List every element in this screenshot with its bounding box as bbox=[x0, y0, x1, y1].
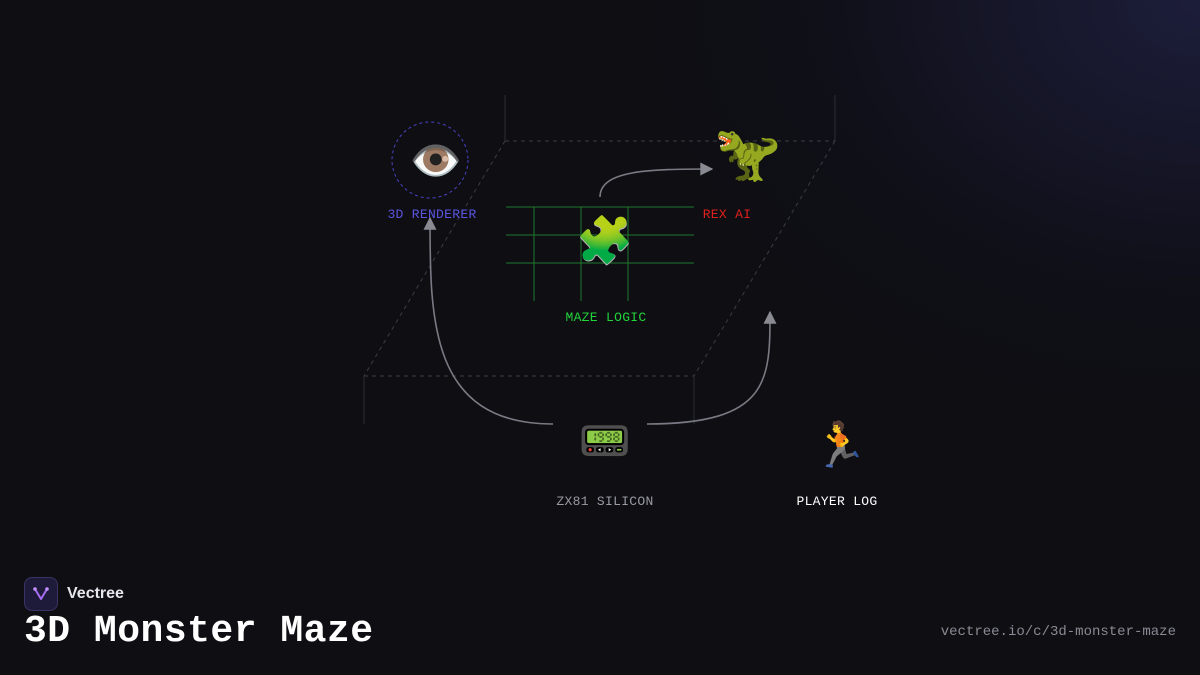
rex-label: REX AI bbox=[703, 207, 752, 222]
page-url[interactable]: vectree.io/c/3d-monster-maze bbox=[940, 624, 1176, 640]
floor-posts bbox=[363, 95, 836, 424]
maze-label: MAZE LOGIC bbox=[565, 310, 646, 325]
brand[interactable]: Vectree bbox=[24, 577, 124, 611]
vectree-logo-icon bbox=[24, 577, 58, 611]
t-rex-icon: 🦖 bbox=[714, 122, 781, 185]
page-title: 3D Monster Maze bbox=[24, 610, 374, 653]
maze-grid bbox=[506, 206, 694, 301]
renderer-ring bbox=[391, 121, 469, 199]
arrow-zx81-to-renderer bbox=[423, 216, 554, 425]
brand-name: Vectree bbox=[67, 585, 124, 602]
renderer-label: 3D RENDERER bbox=[387, 207, 476, 222]
floor-plane bbox=[363, 140, 836, 377]
node-maze-logic[interactable]: 🧩 MAZE LOGIC bbox=[565, 213, 646, 325]
node-rex-ai[interactable]: 🦖 REX AI bbox=[703, 122, 782, 222]
pager-icon: 📟 bbox=[579, 416, 631, 465]
eye-icon: 👁️ bbox=[410, 136, 462, 185]
node-zx81-silicon[interactable]: 📟 ZX81 SILICON bbox=[556, 416, 653, 509]
connectors bbox=[423, 162, 777, 425]
running-person-icon: 🏃 bbox=[813, 420, 868, 471]
zx81-label: ZX81 SILICON bbox=[556, 494, 653, 509]
puzzle-piece-icon: 🧩 bbox=[576, 213, 633, 267]
arrow-maze-to-rex bbox=[599, 162, 714, 198]
player-label: PLAYER LOG bbox=[796, 494, 877, 509]
arrow-zx81-to-player-log bbox=[646, 310, 777, 425]
node-3d-renderer[interactable]: 👁️ 3D RENDERER bbox=[387, 121, 476, 222]
node-player-log[interactable]: 🏃 PLAYER LOG bbox=[796, 420, 877, 509]
